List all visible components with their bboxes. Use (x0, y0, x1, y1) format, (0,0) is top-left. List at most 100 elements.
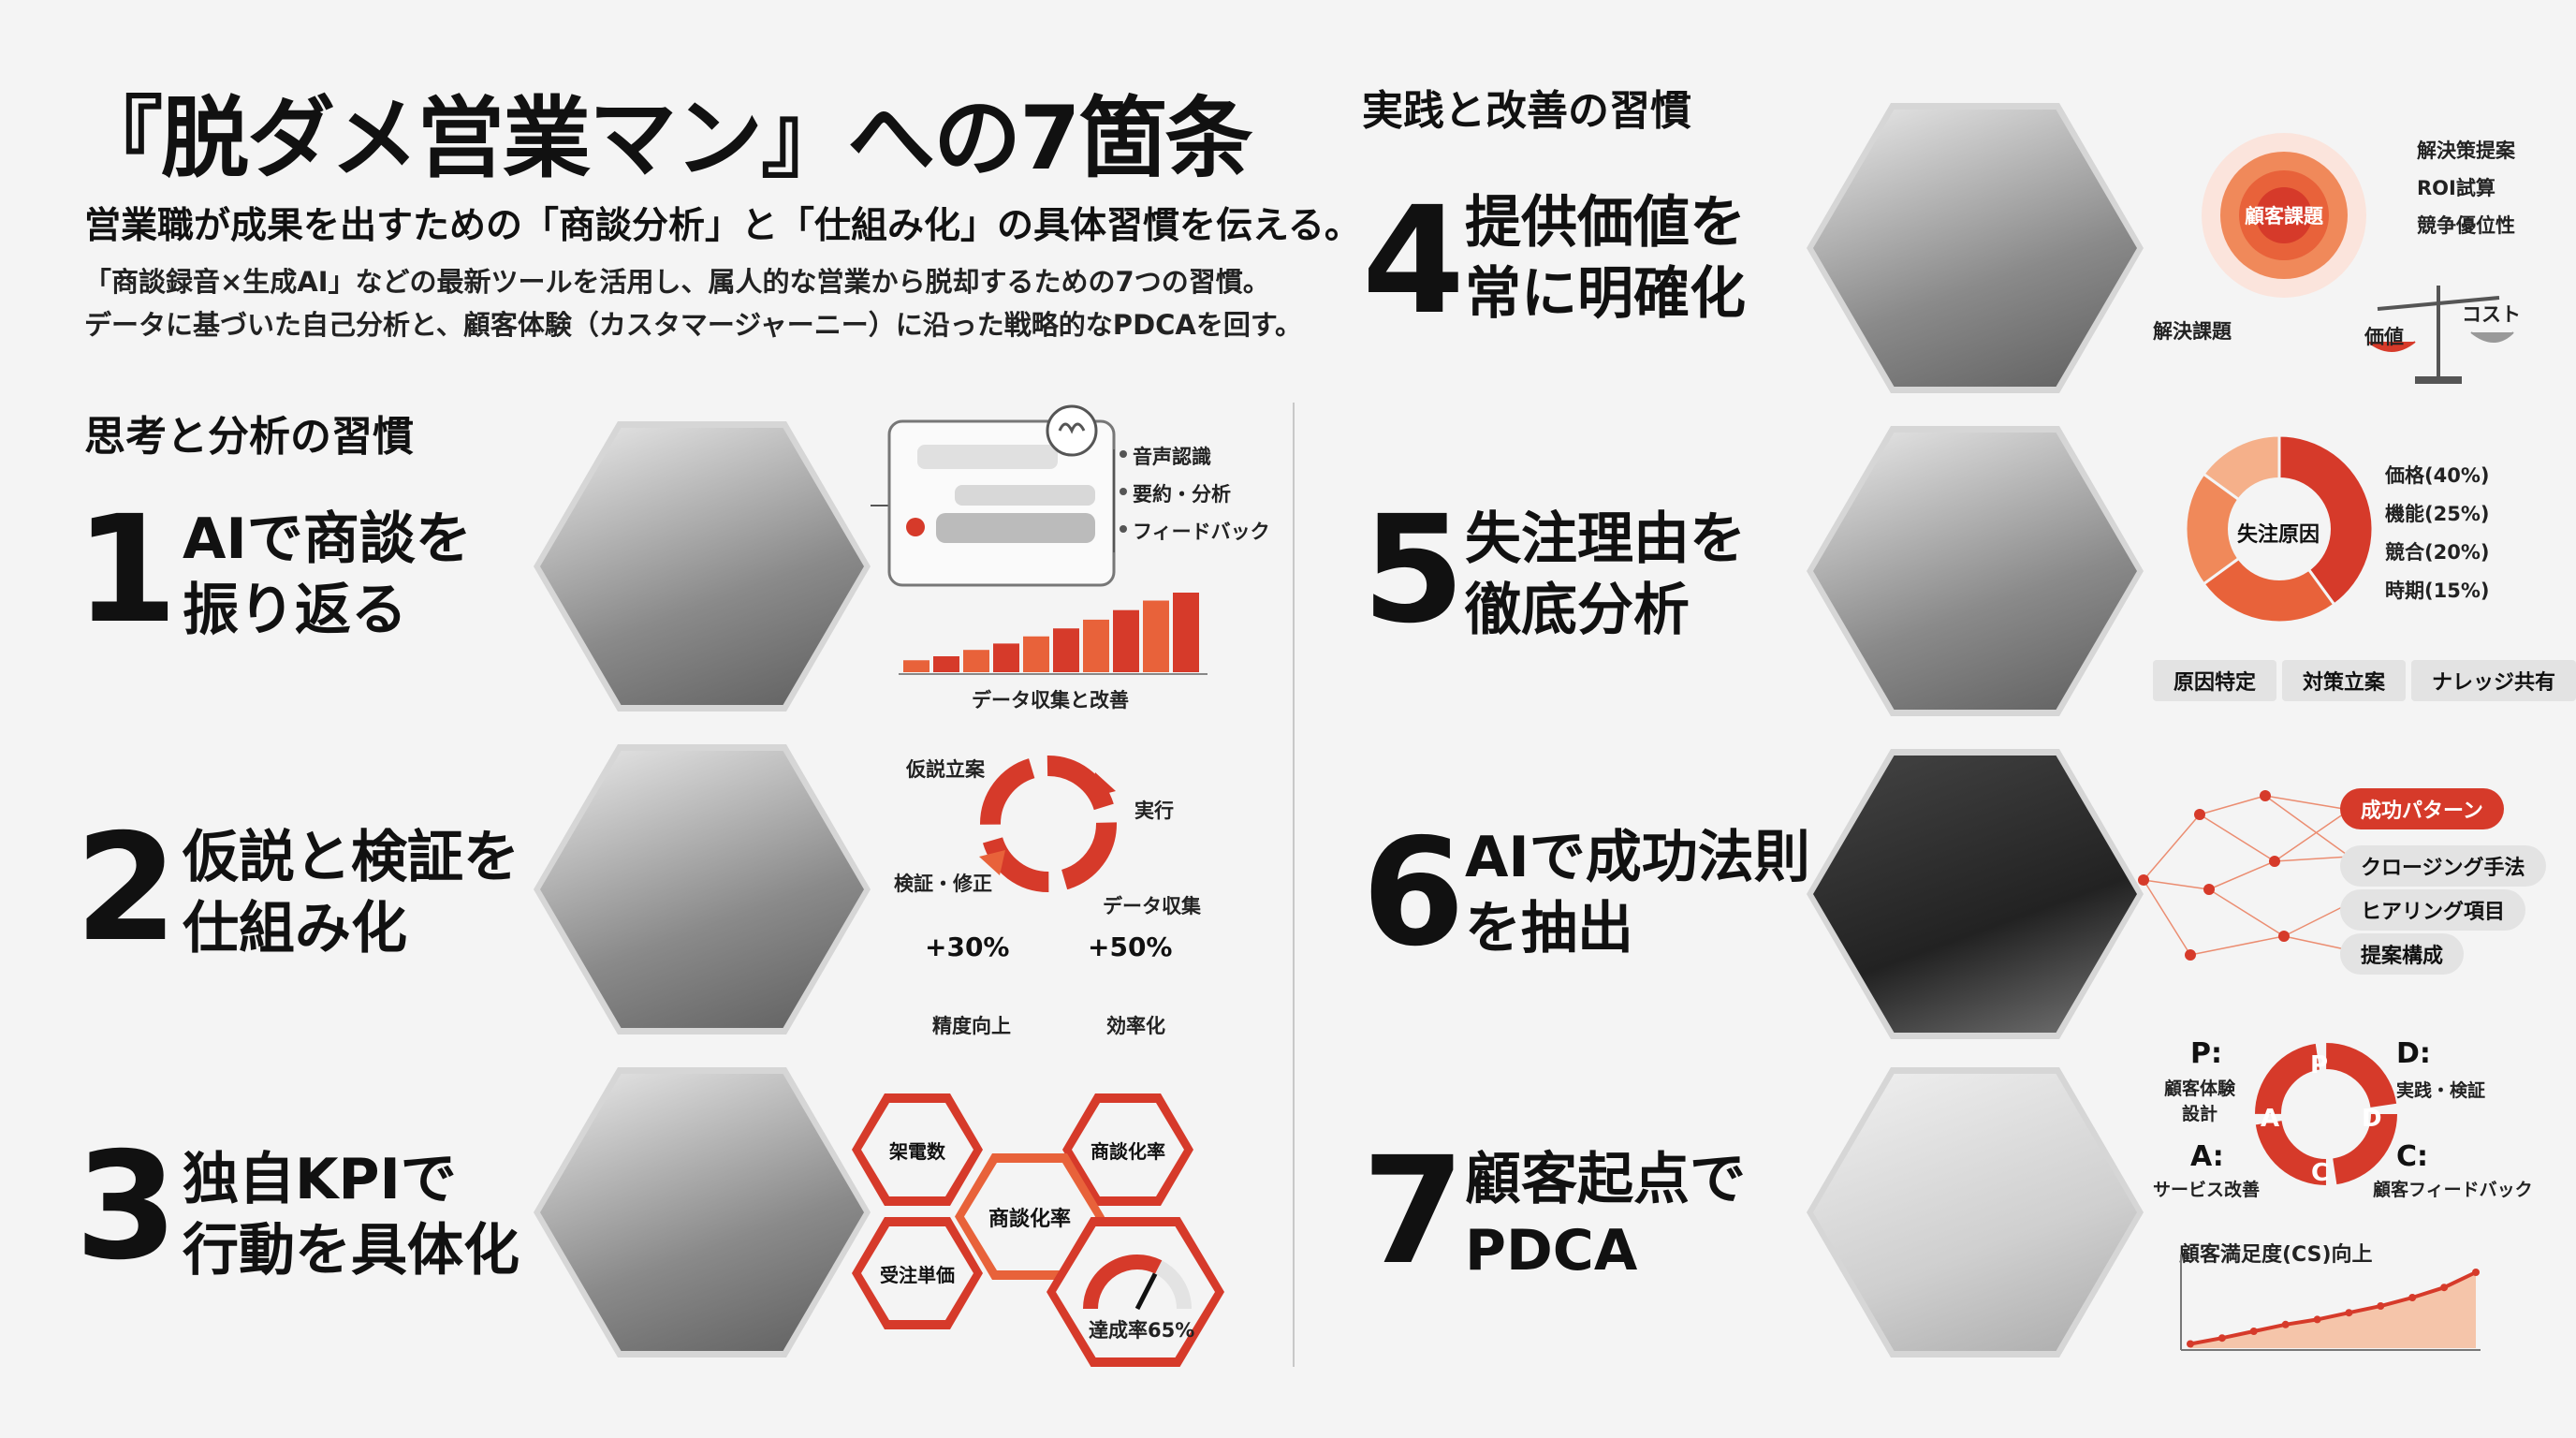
h7-cycle-letter: P (2310, 1051, 2328, 1079)
h5-flow-1: 原因特定 (2153, 660, 2277, 701)
habit-2-title: 仮説と検証を 仕組み化 (183, 825, 520, 961)
habit-7-photo (1807, 1067, 2144, 1357)
h6-pill-1: 成功パターン (2340, 788, 2504, 829)
habit-1-ai-graphic (871, 404, 1208, 675)
habit-1-bar-chart (903, 593, 1199, 672)
h1-bar (1023, 636, 1049, 672)
h4-center: 顧客課題 (2245, 205, 2323, 227)
h7-trend-point (2313, 1315, 2321, 1324)
h1-bar (1053, 628, 1079, 672)
h2-stat-left-value: +30% (925, 932, 1010, 962)
h3-gauge (1083, 1254, 1192, 1311)
h7-p-title: P: (2190, 1037, 2222, 1070)
habit-3: 3 (75, 1133, 178, 1281)
h1-step-3: フィードバック (1133, 521, 1270, 543)
h7-a-label: サービス改善 (2153, 1180, 2261, 1200)
h1-bar (1083, 619, 1109, 672)
habit-7: 7 (1362, 1137, 1465, 1285)
h1-bar (1173, 593, 1199, 672)
page-description: 「商談録音×生成AI」などの最新ツールを活用し、属人的な営業から脱却するための7… (84, 260, 1302, 346)
h1-bar (993, 643, 1019, 672)
habit-number: 7 (1362, 1125, 1465, 1298)
h7-c-title: C: (2396, 1140, 2429, 1173)
h4-bottom-left: 解決課題 (2153, 320, 2232, 343)
habit-2-photo (534, 744, 871, 1034)
h7-trend-chart (2180, 1255, 2481, 1351)
habit-2: 2 (75, 814, 178, 962)
h7-pdca-cycle: P D C A (2255, 1043, 2397, 1187)
h2-stat-right-value: +50% (1088, 932, 1173, 962)
h2-stat-left-label: 精度向上 (932, 1015, 1011, 1037)
h7-d-title: D: (2396, 1037, 2431, 1070)
h1-step-1: 音声認識 (1133, 446, 1211, 468)
section-right-heading: 実践と改善の習慣 (1362, 87, 1691, 135)
h7-chart-title: 顧客満足度(CS)向上 (2179, 1243, 2373, 1267)
habit-5-title: 失注理由を 徹底分析 (1465, 506, 1746, 643)
habit-1-title: AIで商談を 振り返る (183, 506, 472, 643)
h7-d-label: 実践・検証 (2396, 1080, 2486, 1101)
habit-5: 5 (1362, 496, 1465, 644)
habit-6-photo (1807, 749, 2144, 1039)
habit-6-title: AIで成功法則 を抽出 (1465, 825, 1810, 961)
h3-badge-3: 受注単価 (852, 1217, 983, 1329)
h3-gauge-label: 達成率65% (1089, 1319, 1195, 1342)
h7-trend-point (2187, 1340, 2194, 1348)
h5-donut-chart (2184, 433, 2375, 624)
h4-scale-right: コスト (2462, 303, 2521, 326)
h7-cycle-letter: C (2311, 1159, 2329, 1187)
h5-legend-1: 価格(40%) (2385, 464, 2490, 487)
h7-trend-point (2281, 1320, 2290, 1328)
habit-number: 3 (75, 1121, 178, 1293)
h6-pill-2: クロージング手法 (2340, 845, 2546, 887)
h2-cycle-3: データ収集 (1103, 895, 1201, 917)
h6-network-graphic (2138, 790, 2350, 961)
h5-flow: 原因特定 対策立案 ナレッジ共有 (2153, 660, 2576, 701)
h1-step-2: 要約・分析 (1133, 483, 1231, 506)
h1-bar (933, 656, 959, 672)
h6-pill-4: 提案構成 (2340, 933, 2465, 975)
habit-number: 4 (1362, 175, 1465, 347)
h4-label-2: ROI試算 (2417, 177, 2496, 199)
h5-center: 失注原因 (2237, 523, 2320, 547)
h2-stat-right-label: 効率化 (1106, 1015, 1165, 1037)
h4-scale-left: 価値 (2364, 326, 2404, 348)
habit-number: 5 (1362, 484, 1465, 656)
h3-badge-1: 架電数 (852, 1093, 983, 1206)
column-divider (1293, 403, 1295, 1367)
h7-trend-point (2472, 1269, 2480, 1276)
h7-c-label: 顧客フィードバック (2373, 1180, 2533, 1200)
h7-trend-point (2440, 1284, 2449, 1292)
h6-pill-3: ヒアリング項目 (2340, 889, 2526, 931)
h2-cycle-4: 検証・修正 (894, 873, 992, 895)
h7-trend-point (2345, 1309, 2353, 1317)
h7-trend-point (2377, 1302, 2385, 1310)
description-line-2: データに基づいた自己分析と、顧客体験（カスタマージャーニー）に沿った戦略的なPD… (84, 309, 1302, 341)
section-left-heading: 思考と分析の習慣 (84, 413, 414, 461)
habit-number: 1 (75, 484, 178, 656)
h1-bar (1143, 600, 1169, 672)
habit-3-photo (534, 1067, 871, 1357)
habit-5-photo (1807, 426, 2144, 716)
habit-4: 4 (1362, 187, 1465, 335)
h7-trend-point (2249, 1328, 2258, 1335)
h7-a-title: A: (2190, 1140, 2224, 1173)
habit-1: 1 (75, 496, 178, 644)
h5-flow-2: 対策立案 (2282, 660, 2407, 701)
page-title: 『脱ダメ営業マン』への7箇条 (75, 88, 1253, 190)
h1-bar (963, 650, 989, 672)
description-line-1: 「商談録音×生成AI」などの最新ツールを活用し、属人的な営業から脱却するための7… (84, 266, 1270, 298)
h5-legend-2: 機能(25%) (2385, 503, 2490, 525)
habit-2-cycle-graphic (979, 756, 1117, 892)
h1-bar-caption: データ収集と改善 (972, 689, 1129, 712)
h2-cycle-1: 仮説立案 (906, 758, 985, 781)
habit-number: 6 (1362, 807, 1465, 979)
h4-target-graphic (2202, 133, 2366, 298)
habit-4-title: 提供価値を 常に明確化 (1465, 190, 1746, 327)
habit-number: 2 (75, 802, 178, 975)
h7-trend-point (2408, 1294, 2417, 1301)
h5-legend-4: 時期(15%) (2385, 580, 2490, 602)
h7-cycle-letter: D (2362, 1105, 2382, 1133)
habit-6: 6 (1362, 819, 1465, 967)
h3-badge-2: 商談化率 (1062, 1093, 1193, 1206)
h3-center-badge: 商談化率 (955, 1153, 1105, 1280)
